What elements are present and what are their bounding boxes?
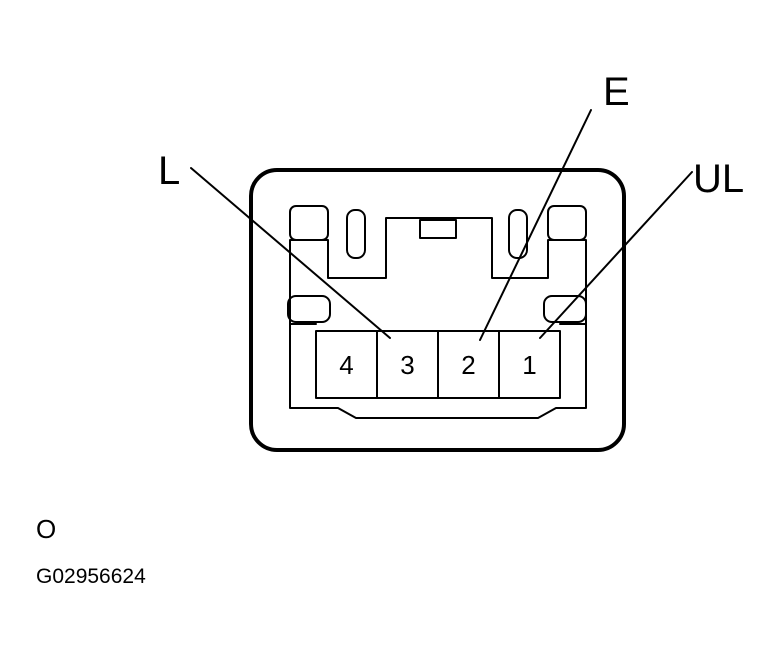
leader-line-e [479, 109, 592, 341]
connector-inner-outline [289, 217, 587, 419]
figure-code: G02956624 [36, 565, 146, 588]
callout-label-ul: UL [693, 157, 744, 201]
view-label: O [36, 514, 57, 544]
pin-number: 1 [522, 350, 536, 380]
callout-label-l: L [158, 149, 180, 193]
lock-slot-left [346, 209, 366, 259]
leader-line-l [190, 167, 391, 339]
corner-block-right [547, 205, 587, 241]
side-guide-left [287, 295, 331, 323]
pin-number: 2 [461, 350, 475, 380]
lock-slot-right [508, 209, 528, 259]
pin-number: 3 [400, 350, 414, 380]
pin-cavity-1 [498, 330, 561, 399]
leader-line-ul [539, 171, 693, 339]
pin-number: 4 [339, 350, 353, 380]
callout-label-e: E [603, 70, 630, 114]
side-guide-right [543, 295, 587, 323]
corner-block-left [289, 205, 329, 241]
top-key [419, 219, 457, 239]
connector-housing [249, 168, 626, 452]
